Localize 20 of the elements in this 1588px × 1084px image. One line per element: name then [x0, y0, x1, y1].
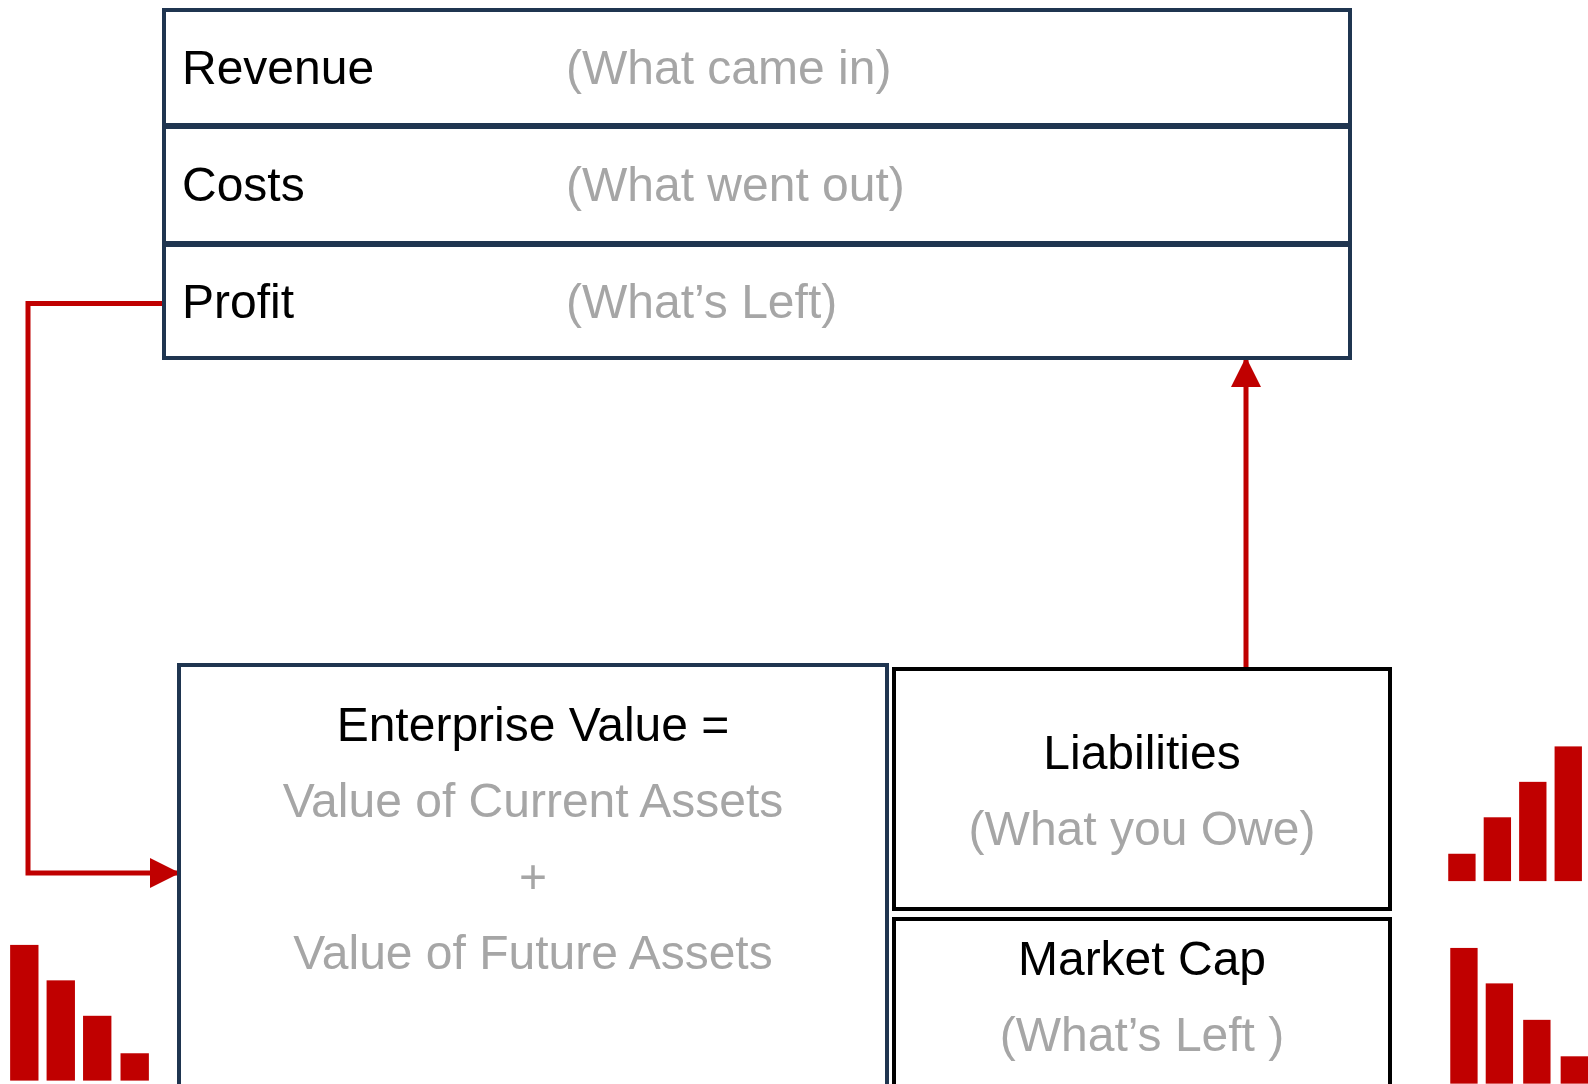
- box-text: (What you Owe): [968, 801, 1316, 857]
- info-box: [177, 663, 889, 1084]
- box-heading: Enterprise Value =: [336, 697, 730, 753]
- table-row: [162, 125, 1352, 245]
- row-description: (What came in): [566, 39, 892, 96]
- row-label: Profit: [182, 273, 295, 330]
- row-description: (What went out): [566, 157, 905, 213]
- box-heading: Liabilities: [1043, 725, 1241, 781]
- info-box: [892, 917, 1392, 1084]
- plus-sign: +: [519, 849, 547, 905]
- row-label: Revenue: [182, 39, 375, 96]
- table-row: [162, 8, 1352, 127]
- info-box: [892, 667, 1392, 911]
- box-text: Value of Future Assets: [293, 925, 773, 981]
- box-text: (What’s Left ): [999, 1007, 1285, 1063]
- table-row: [162, 243, 1352, 360]
- row-label: Costs: [182, 157, 305, 213]
- row-description: (What’s Left): [566, 273, 838, 330]
- box-text: Value of Current Assets: [282, 773, 784, 829]
- box-heading: Market Cap: [1017, 931, 1267, 987]
